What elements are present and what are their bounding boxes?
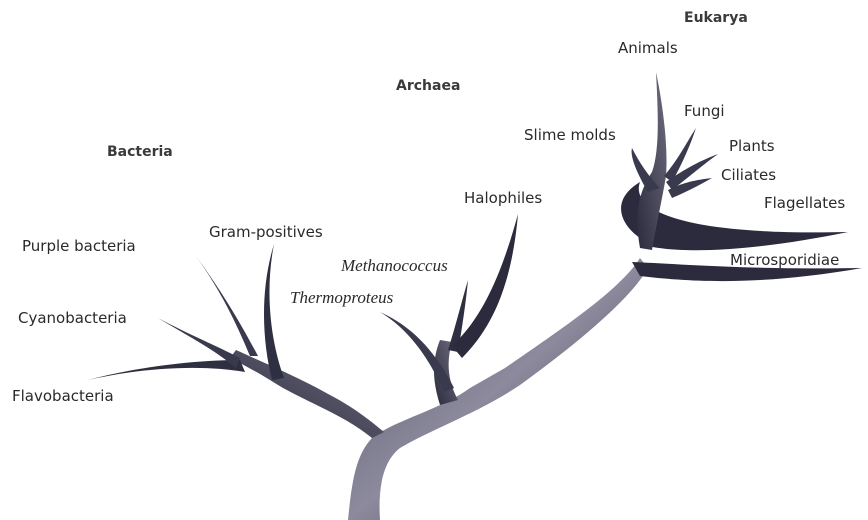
cyanobacteria-label: Cyanobacteria [18, 311, 127, 326]
flavobacteria-label: Flavobacteria [12, 389, 114, 404]
archaea-domain-label: Archaea [396, 79, 460, 93]
purple-bacteria-branch [196, 256, 258, 356]
ciliates-label: Ciliates [721, 168, 776, 183]
flagellates-label: Flagellates [764, 196, 845, 211]
gram-positives-branch [264, 244, 284, 380]
bacteria-domain-label: Bacteria [107, 145, 173, 159]
fungi-label: Fungi [684, 104, 725, 119]
methanococcus-label: Methanococcus [341, 257, 448, 274]
bacteria-branch [230, 350, 384, 438]
slime-molds-label: Slime molds [524, 128, 616, 143]
thermoproteus-label: Thermoproteus [290, 289, 393, 306]
halophiles-label: Halophiles [464, 191, 542, 206]
animals-label: Animals [618, 41, 678, 56]
cyanobacteria-branch [158, 318, 240, 368]
eukarya-domain-label: Eukarya [684, 11, 748, 25]
plants-label: Plants [729, 139, 775, 154]
flavobacteria-branch [88, 360, 245, 380]
halophiles-branch [452, 214, 518, 358]
gram-positives-label: Gram-positives [209, 225, 323, 240]
microsporidiae-label: Microsporidiae [730, 253, 839, 268]
purple-bacteria-label: Purple bacteria [22, 239, 136, 254]
